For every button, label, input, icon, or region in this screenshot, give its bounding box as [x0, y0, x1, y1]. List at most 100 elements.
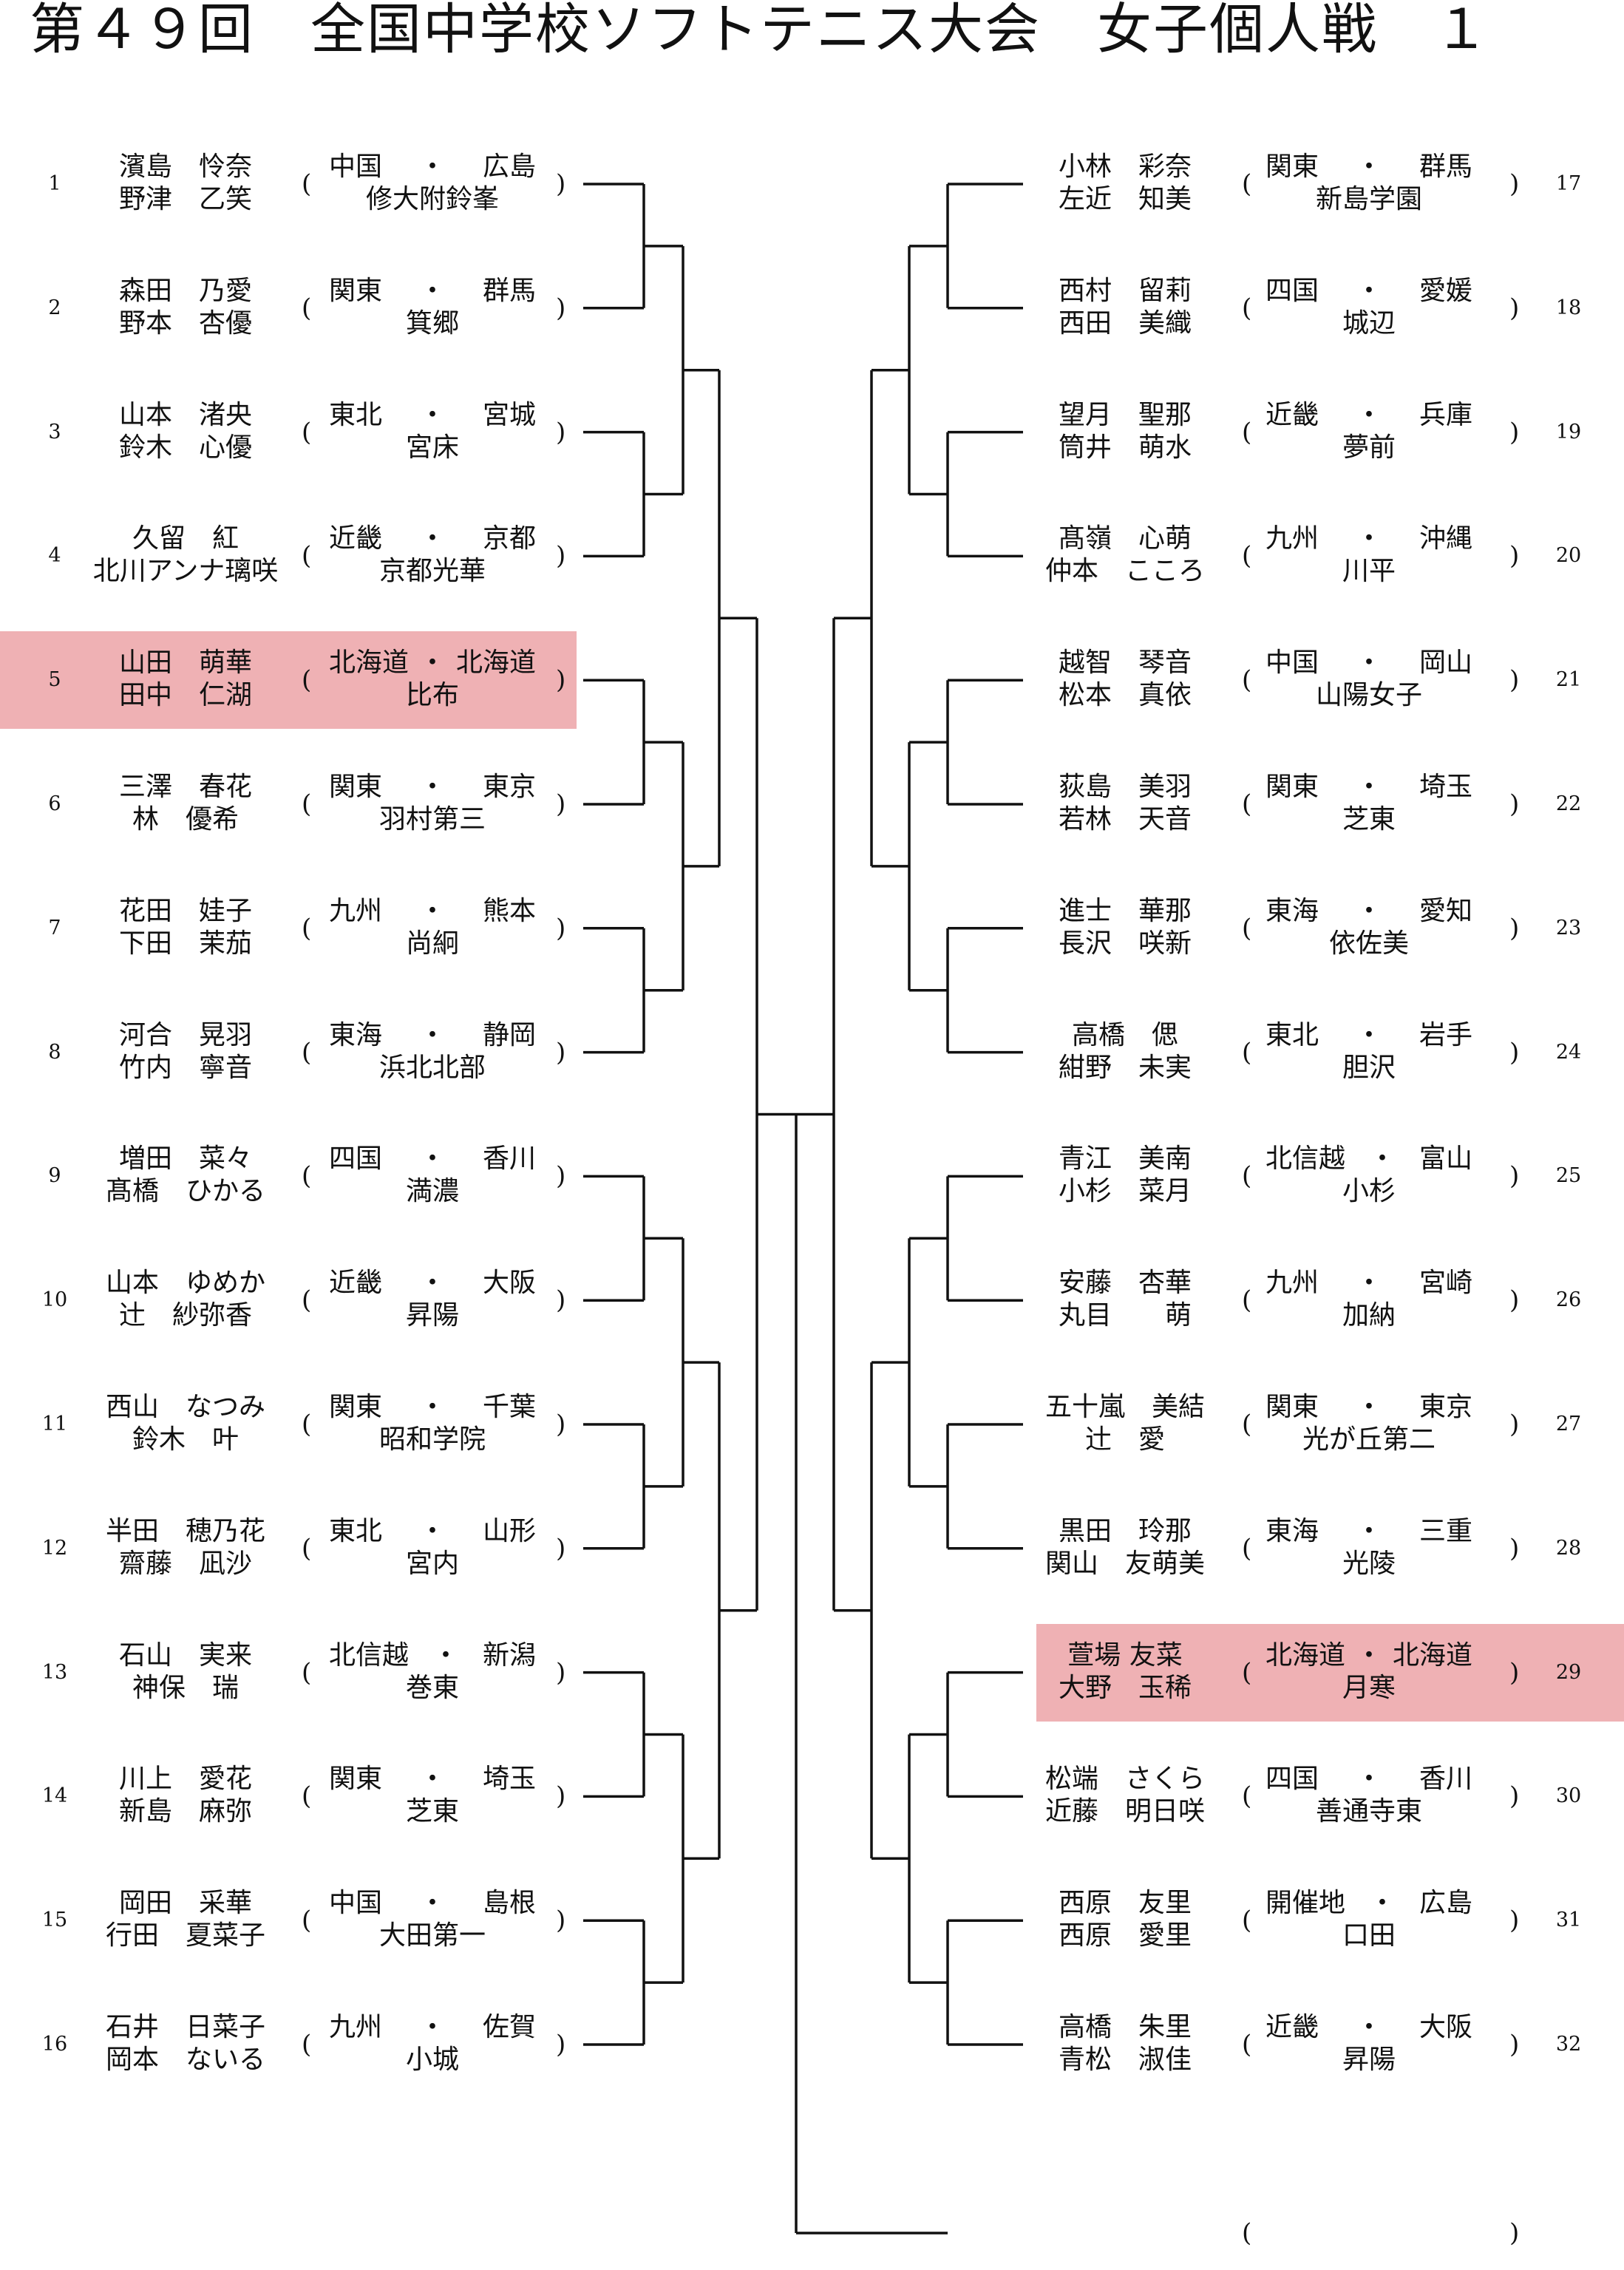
school-name: 小城: [405, 2045, 459, 2075]
region-line: 北信越・富山: [1265, 1143, 1472, 1175]
paren-open: (: [1242, 1657, 1252, 1688]
region-line: 東北・宮城: [329, 399, 536, 432]
region-name: 北海道: [1265, 1639, 1346, 1671]
region-line: 近畿・京都: [329, 523, 536, 555]
paren-open: (: [302, 169, 312, 199]
player-2-name: 北川アンナ璃咲: [92, 556, 279, 587]
region-name: 東海: [1265, 895, 1319, 926]
affiliation: 九州・沖縄川平: [1265, 523, 1472, 588]
winner-slot-open: (: [1242, 2218, 1252, 2248]
prefecture-name: 広島: [482, 152, 536, 182]
region-line: 関東・千葉: [329, 1391, 536, 1424]
region-name: 北信越: [329, 1639, 410, 1671]
player-names: 小林 彩奈左近 知美: [1014, 151, 1236, 216]
region-name: 北信越: [1265, 1144, 1346, 1175]
prefecture-name: 兵庫: [1419, 399, 1472, 430]
paren-close: ): [1509, 1410, 1520, 1439]
player-2-name: 髙橋 ひかる: [105, 1176, 265, 1207]
seed-number: 14: [41, 1784, 68, 1808]
region-name: 四国: [1265, 1764, 1319, 1795]
player-1-name: 濱島 怜奈: [118, 152, 252, 182]
region-name: 開催地: [1265, 1888, 1346, 1919]
affiliation: 北信越・富山小杉: [1265, 1143, 1472, 1208]
separator-dot: ・: [418, 1268, 446, 1299]
region-line: 中国・島根: [329, 1887, 536, 1920]
region-line: 四国・愛媛: [1265, 275, 1472, 307]
seed-number: 30: [1555, 1784, 1582, 1808]
paren-close: ): [556, 1285, 566, 1316]
prefecture-name: 群馬: [482, 275, 536, 306]
highlight-band: [0, 631, 577, 730]
separator-dot: ・: [1368, 1144, 1396, 1175]
prefecture-name: 佐賀: [482, 2012, 536, 2042]
school-name: 城辺: [1342, 307, 1396, 339]
player-2-name: 関山 友萌美: [1044, 1548, 1205, 1579]
player-names: 半田 穂乃花齋藤 凪沙: [75, 1515, 296, 1580]
school-name: 善通寺東: [1315, 1796, 1422, 1827]
region-name: 東海: [329, 1019, 383, 1050]
affiliation: 関東・群馬新島学園: [1265, 151, 1472, 216]
region-name: 関東: [329, 275, 383, 306]
separator-dot: ・: [1355, 523, 1382, 554]
separator-dot: ・: [1355, 1515, 1382, 1546]
region-name: 東北: [1265, 1019, 1319, 1050]
seed-number: 11: [41, 1413, 68, 1435]
player-2-name: 下田 茉茄: [118, 928, 252, 959]
player-1-name: 高橋 偲: [1071, 1019, 1178, 1050]
player-names: 西山 なつみ鈴木 叶: [75, 1391, 296, 1456]
paren-close: ): [1509, 2030, 1520, 2059]
region-name: 近畿: [1265, 399, 1319, 430]
player-names: 河合 晃羽竹内 寧音: [75, 1019, 296, 1084]
prefecture-name: 香川: [1419, 1764, 1472, 1795]
separator-dot: ・: [418, 2012, 446, 2042]
prefecture-name: 富山: [1419, 1144, 1472, 1175]
player-names: 花田 娃子下田 茉茄: [75, 895, 296, 960]
player-1-name: 五十嵐 美結: [1044, 1392, 1205, 1422]
paren-close: ): [556, 789, 566, 819]
player-names: 山本 渚央鈴木 心優: [75, 399, 296, 464]
player-names: 西村 留莉西田 美織: [1014, 275, 1236, 340]
region-line: 関東・群馬: [329, 275, 536, 307]
paren-close: ): [556, 1657, 566, 1688]
paren-open: (: [302, 1533, 312, 1563]
separator-dot: ・: [1355, 772, 1382, 802]
prefecture-name: 宮崎: [1419, 1268, 1472, 1299]
paren-close: ): [1509, 169, 1520, 199]
affiliation: 近畿・大阪昇陽: [329, 1267, 536, 1332]
player-1-name: 森田 乃愛: [118, 275, 252, 306]
school-name: 宮床: [405, 432, 459, 463]
player-1-name: 石井 日菜子: [105, 2012, 265, 2042]
affiliation: 関東・群馬箕郷: [329, 275, 536, 340]
prefecture-name: 群馬: [1419, 152, 1472, 182]
paren-open: (: [302, 293, 312, 323]
player-1-name: 高橋 朱里: [1058, 2012, 1192, 2042]
paren-open: (: [1242, 1781, 1252, 1812]
region-line: 九州・熊本: [329, 895, 536, 928]
paren-close: ): [556, 169, 566, 199]
separator-dot: ・: [1355, 1639, 1382, 1671]
player-2-name: 仲本 こころ: [1044, 556, 1205, 587]
prefecture-name: 三重: [1419, 1515, 1472, 1546]
prefecture-name: 愛媛: [1419, 275, 1472, 306]
prefecture-name: 愛知: [1419, 895, 1472, 926]
player-2-name: 丸目 萌: [1058, 1300, 1192, 1331]
region-line: 近畿・大阪: [329, 1267, 536, 1299]
paren-open: (: [302, 789, 312, 819]
paren-close: ): [1509, 1161, 1520, 1192]
player-2-name: 紺野 未実: [1058, 1052, 1192, 1083]
player-1-name: 青江 美南: [1058, 1144, 1192, 1175]
affiliation: 近畿・大阪昇陽: [1265, 2011, 1472, 2076]
affiliation: 四国・香川満濃: [329, 1143, 536, 1208]
region-name: 東海: [1265, 1515, 1319, 1546]
paren-open: (: [1242, 1285, 1252, 1316]
player-2-name: 辻 紗弥香: [118, 1300, 252, 1331]
region-line: 中国・広島: [329, 151, 536, 183]
region-name: 四国: [329, 1144, 383, 1175]
